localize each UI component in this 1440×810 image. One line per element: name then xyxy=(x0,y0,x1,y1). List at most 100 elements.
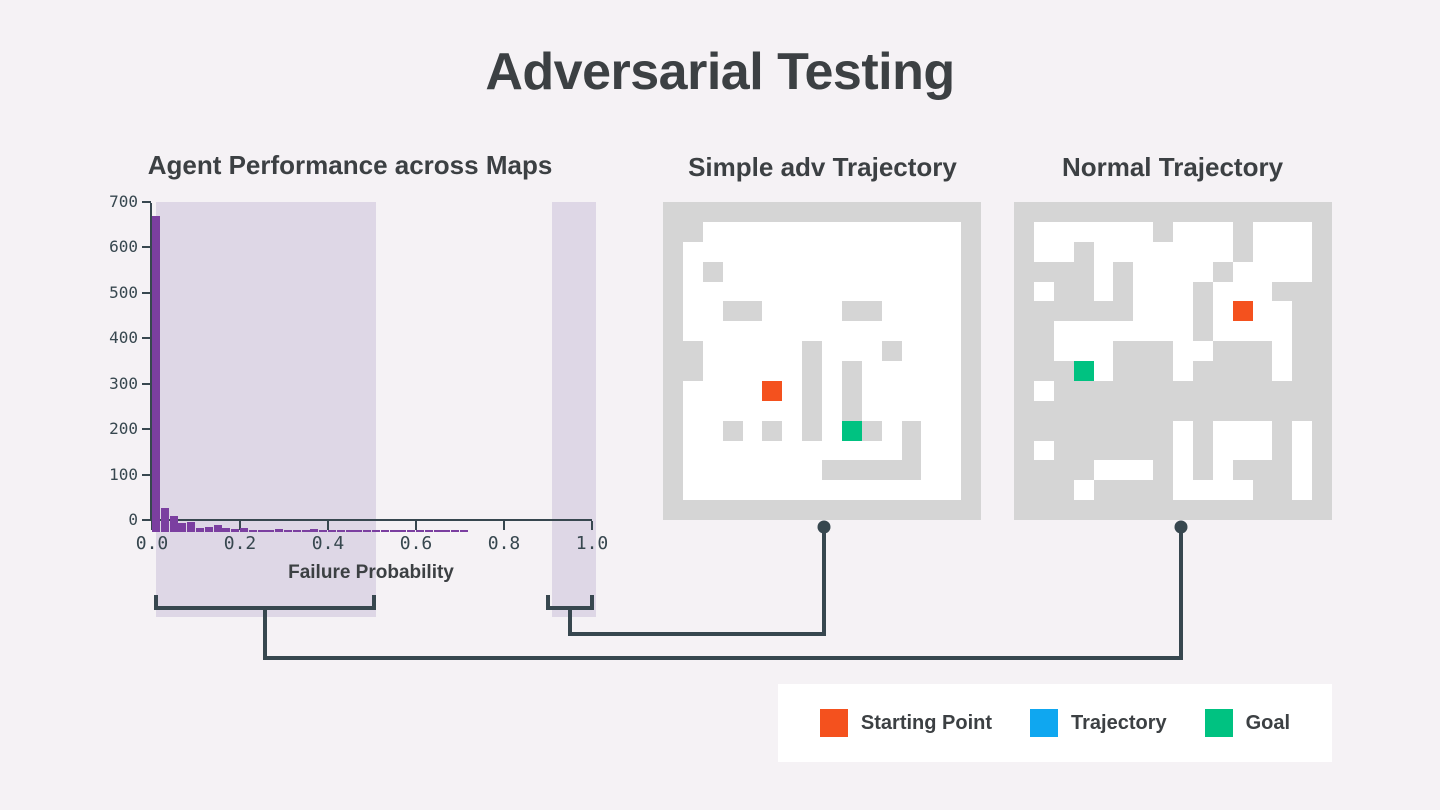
map1-panel-title: Simple adv Trajectory xyxy=(688,152,957,182)
wall-cell xyxy=(1272,380,1293,481)
wall-cell xyxy=(1073,241,1094,302)
wall-cell xyxy=(722,420,743,441)
x-tick xyxy=(591,521,593,530)
wall-cell xyxy=(1014,202,1034,520)
histogram-bar xyxy=(372,529,380,532)
x-axis-title: Failure Probability xyxy=(288,562,454,583)
y-tick-label: 100 xyxy=(109,464,138,484)
y-tick-label: 400 xyxy=(109,328,138,348)
y-tick-label: 600 xyxy=(109,237,138,257)
wall-cell xyxy=(1014,500,1332,520)
legend-label: Goal xyxy=(1245,711,1291,734)
y-tick-label: 500 xyxy=(109,282,138,302)
y-tick-label: 200 xyxy=(109,419,138,439)
x-axis-line xyxy=(150,519,592,521)
y-tick xyxy=(142,337,151,340)
x-tick xyxy=(415,521,417,530)
histogram-bar xyxy=(328,529,336,532)
y-tick xyxy=(142,473,151,476)
wall-cell xyxy=(663,341,703,361)
histogram-bar xyxy=(416,529,424,532)
wall-cell xyxy=(1192,400,1273,421)
histogram-bar xyxy=(389,529,398,532)
square-swatch xyxy=(1204,709,1233,737)
histogram-bar xyxy=(248,529,257,532)
wall-cell xyxy=(682,361,703,381)
wall-cell xyxy=(1053,420,1173,461)
histogram-bar xyxy=(160,508,169,532)
histogram-bar xyxy=(336,529,345,532)
histogram-bar xyxy=(222,527,231,532)
y-tick xyxy=(142,428,151,431)
x-tick-label: 0.2 xyxy=(223,533,257,554)
wall-cell xyxy=(1252,480,1293,501)
wall-cell xyxy=(1212,341,1273,361)
y-tick-label: 0 xyxy=(128,510,138,529)
wall-cell xyxy=(702,261,723,282)
wall-cell xyxy=(663,202,981,222)
wall-cell xyxy=(1053,380,1213,421)
y-tick-label: 700 xyxy=(109,192,138,211)
x-tick-label: 1.0 xyxy=(575,533,609,554)
wall-cell xyxy=(901,420,922,481)
y-tick xyxy=(142,382,151,385)
map-normal-trajectory xyxy=(1014,202,1332,520)
wall-cell xyxy=(682,221,703,242)
wall-cell xyxy=(663,202,683,520)
legend-label: Starting Point xyxy=(860,711,993,734)
page-title: Adversarial Testing xyxy=(485,43,955,101)
histogram-bars xyxy=(152,202,592,532)
square-swatch xyxy=(1030,709,1059,737)
wall-cell xyxy=(1014,202,1332,222)
map-simple-adv-trajectory xyxy=(663,202,981,520)
y-tick xyxy=(142,519,151,521)
histogram-bar xyxy=(310,529,319,532)
wall-cell xyxy=(1292,301,1313,421)
starting-point-marker xyxy=(1232,301,1253,322)
x-tick-label: 0.0 xyxy=(135,533,169,554)
y-tick xyxy=(142,291,151,294)
histogram-bar xyxy=(178,522,187,532)
wall-cell xyxy=(1053,281,1074,302)
wall-cell xyxy=(1033,261,1074,282)
histogram-bar xyxy=(354,529,363,532)
goal-marker xyxy=(841,420,862,441)
histogram-bar xyxy=(319,529,328,532)
histogram-bar xyxy=(442,529,451,532)
y-axis-line xyxy=(150,203,152,521)
x-tick-label: 0.6 xyxy=(399,533,433,554)
wall-cell xyxy=(762,420,783,441)
wall-cell xyxy=(822,460,902,481)
wall-cell xyxy=(663,500,981,520)
square-swatch xyxy=(819,709,848,737)
histogram-bar xyxy=(284,529,292,532)
wall-cell xyxy=(841,361,862,421)
starting-point-marker xyxy=(762,380,783,401)
wall-cell xyxy=(1192,281,1213,342)
wall-cell xyxy=(722,301,763,322)
histogram-panel-title: Agent Performance across Maps xyxy=(147,150,553,180)
histogram-bar xyxy=(240,528,248,532)
histogram-bar xyxy=(407,529,416,532)
wall-cell xyxy=(1053,480,1074,501)
wall-cell xyxy=(1272,281,1313,302)
wall-cell xyxy=(961,202,981,520)
y-tick xyxy=(142,201,151,203)
histogram-bar xyxy=(152,216,160,532)
histogram-bar xyxy=(275,528,284,532)
goal-marker xyxy=(1073,361,1094,381)
x-tick xyxy=(327,521,329,530)
wall-cell xyxy=(1093,480,1173,501)
map2-panel-title: Normal Trajectory xyxy=(1061,152,1284,182)
wall-cell xyxy=(1033,400,1054,441)
legend-item-starting-point: Starting Point xyxy=(819,709,993,737)
histogram-bar xyxy=(187,521,196,532)
wall-cell xyxy=(1212,261,1233,282)
histogram-bar xyxy=(231,528,240,532)
histogram-bar xyxy=(398,529,407,532)
histogram-bar xyxy=(451,529,460,532)
wall-cell xyxy=(802,341,822,441)
